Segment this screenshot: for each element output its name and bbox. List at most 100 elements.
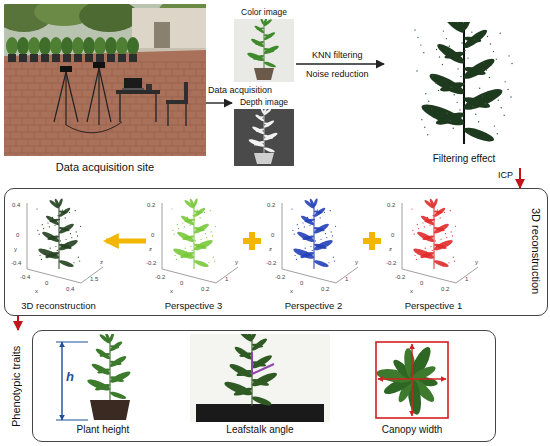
brick-joint — [172, 111, 173, 118]
point-dot — [424, 127, 425, 128]
chair-leg — [185, 104, 187, 126]
brick-joint — [202, 146, 203, 153]
axis-tick: y — [475, 259, 478, 265]
brick-joint — [142, 132, 143, 139]
brick-joint — [40, 83, 41, 90]
point-dot — [306, 252, 307, 253]
plot-panel: 3D reconstruction0.40-0.4y-0.400.4x1.5z — [11, 197, 106, 315]
brick-joint — [184, 69, 185, 76]
brick-joint — [82, 90, 83, 97]
axis-tick: 1 — [225, 276, 228, 282]
leaf — [45, 214, 60, 226]
point-dot — [500, 33, 501, 34]
point-dot — [479, 88, 480, 89]
point-dot — [433, 215, 434, 216]
leaf — [263, 109, 272, 116]
point-dot — [54, 225, 55, 226]
axis-tick: 0.4 — [66, 286, 74, 292]
brick-joint — [202, 90, 203, 97]
brick-joint — [196, 69, 197, 76]
brick-joint — [22, 62, 23, 69]
brick-joint — [178, 76, 179, 83]
brick-joint — [64, 111, 65, 118]
leaf — [292, 247, 315, 261]
brick-joint — [172, 125, 173, 132]
point-dot — [307, 217, 308, 218]
point-dot — [50, 248, 51, 249]
brick-joint — [160, 125, 161, 132]
leaf — [194, 210, 203, 214]
point-dot — [493, 51, 494, 52]
axis-tick: x — [170, 288, 173, 294]
point-dot — [174, 234, 175, 235]
leaf — [264, 34, 272, 38]
node-title: Perspective 1 — [386, 299, 481, 313]
axis-tick: -0.2 — [266, 260, 276, 266]
height-bracket — [61, 342, 62, 420]
brick-joint — [4, 139, 5, 146]
point-dot — [447, 241, 448, 242]
brick-joint — [76, 69, 77, 76]
leaf — [109, 340, 124, 353]
potted-plant — [39, 37, 51, 55]
node-title: Canopy width — [352, 423, 472, 437]
axis-tick: y — [235, 259, 238, 265]
point-dot — [212, 235, 213, 236]
brick-joint — [16, 69, 17, 76]
brick-joint — [10, 76, 11, 83]
point-dot — [305, 248, 306, 249]
point-dot — [324, 212, 325, 213]
point-dot — [437, 210, 438, 211]
brick-joint — [178, 62, 179, 69]
point-dot — [420, 253, 421, 254]
point-dot — [496, 58, 497, 59]
point-dot — [300, 253, 301, 254]
brick-joint — [148, 125, 149, 132]
plot-panel: Perspective 10.20-0.2z-0.200.2x1y — [386, 197, 481, 315]
brick-joint — [136, 153, 137, 156]
point-dot — [430, 246, 431, 247]
axis-tick: 1 — [345, 276, 348, 282]
brick-joint — [4, 90, 206, 91]
leaf — [183, 199, 195, 210]
brick-joint — [16, 139, 17, 146]
axis-tick: z — [389, 246, 392, 252]
node-title: 3D reconstruction — [11, 299, 106, 313]
point-dot — [467, 57, 468, 58]
point-dot — [483, 62, 484, 63]
brick-joint — [112, 69, 113, 76]
brick-joint — [4, 118, 206, 119]
leaf — [184, 218, 194, 223]
brick-joint — [178, 132, 179, 139]
point-dot — [436, 49, 437, 50]
leaf — [296, 230, 315, 244]
point-dot — [331, 231, 332, 232]
plot-panel: Perspective 20.20-0.2z-0.200.2x1y — [266, 197, 361, 315]
plant-pot — [96, 54, 104, 62]
axis-tick: 0.2 — [321, 286, 329, 292]
point-dot — [444, 212, 445, 213]
brick-joint — [148, 69, 149, 76]
point-dot — [451, 87, 452, 88]
point-dot — [508, 55, 509, 56]
brick-joint — [46, 118, 47, 125]
axis-tick: 0.2 — [147, 202, 155, 208]
brick-joint — [118, 132, 119, 139]
node-title: Phenotypic traits — [4, 330, 28, 442]
point-dot — [330, 210, 331, 211]
point-dot — [417, 37, 418, 38]
brick-joint — [22, 118, 23, 125]
point-dot — [195, 240, 196, 241]
node-title: Leafstalk angle — [190, 423, 330, 437]
brick-joint — [52, 139, 53, 146]
point-dot — [189, 225, 190, 226]
brick-joint — [16, 97, 17, 104]
leaf — [90, 362, 111, 377]
leaf — [264, 47, 275, 53]
point-dot — [70, 233, 71, 234]
brick-joint — [154, 146, 155, 153]
axis-line — [27, 203, 28, 269]
brick-joint — [130, 132, 131, 139]
point-dot — [468, 132, 469, 133]
point-dot — [67, 243, 68, 244]
